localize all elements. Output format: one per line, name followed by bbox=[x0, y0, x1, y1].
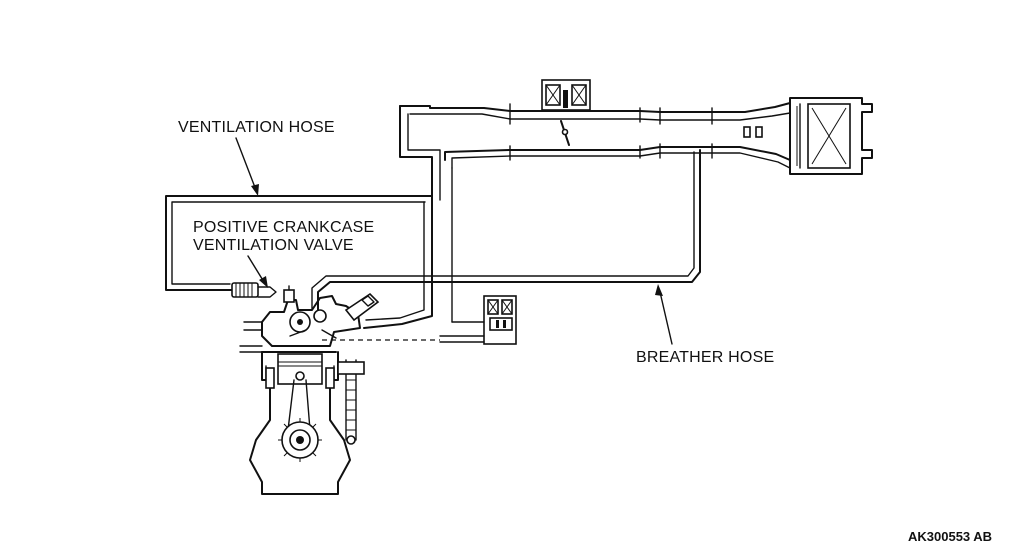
ventilation-hose bbox=[165, 195, 433, 329]
throttle-valve bbox=[560, 120, 570, 146]
air-cleaner bbox=[789, 97, 873, 175]
intake-air-duct bbox=[399, 102, 791, 201]
ventilation-hose-label: VENTILATION HOSE bbox=[178, 119, 335, 136]
figure-reference-code: AK300553 AB bbox=[908, 529, 993, 544]
throttle-actuator bbox=[541, 79, 591, 111]
pcv-valve-label-line1: POSITIVE CRANKCASE bbox=[193, 219, 375, 236]
leader-breather-hose bbox=[655, 284, 673, 345]
leader-pcv-valve bbox=[247, 255, 268, 288]
vacuum-solenoid-assembly bbox=[439, 167, 517, 345]
leader-vent-hose bbox=[235, 137, 259, 196]
breather-hose bbox=[311, 149, 701, 311]
engine-cross-section bbox=[239, 285, 440, 495]
breather-hose-label: BREATHER HOSE bbox=[636, 349, 775, 366]
pcv-valve-label-line2: VENTILATION VALVE bbox=[193, 237, 354, 254]
pcv-valve bbox=[231, 282, 277, 298]
